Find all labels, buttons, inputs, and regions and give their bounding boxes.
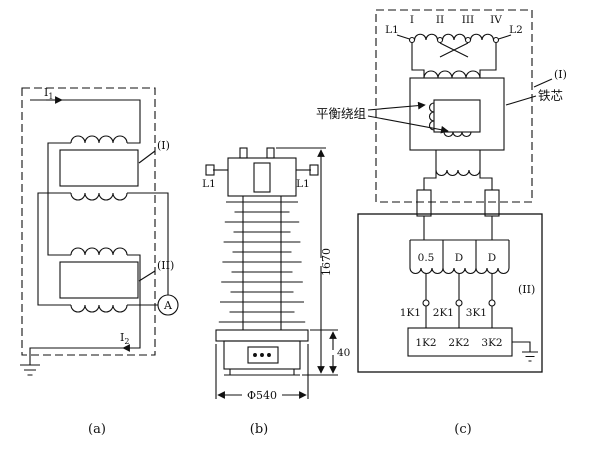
secondary-winding-coil-2 xyxy=(442,267,477,274)
leader-line-unit2 xyxy=(138,270,156,282)
top-bolt-right xyxy=(266,147,275,159)
enclosure-dashed-border-a xyxy=(21,87,156,356)
caption-b: (b) xyxy=(250,422,268,437)
winding-coil-secondary-2 xyxy=(70,304,128,313)
circuit-wires xyxy=(29,99,169,365)
panel-b-outline-drawing: L1 L1 1670 40 Φ540 (b) xyxy=(202,147,350,437)
ground-icon-c xyxy=(512,341,538,362)
winding-class-label-3: D xyxy=(488,252,496,264)
unit1-label-a: (I) xyxy=(157,139,170,152)
panel-a-circuit: I1 I2 (I) (II) A (a) xyxy=(20,86,179,437)
terminal-dot xyxy=(253,353,257,357)
line-terminal-l2: L2 xyxy=(509,24,523,36)
winding-coil-secondary-1 xyxy=(70,192,128,201)
winding-class-label-2: D xyxy=(455,252,463,264)
panel-c-schematic: L1 I II III IV L2 平衡绕组 铁芯 (I) 0.5 D D 1K… xyxy=(316,9,567,437)
k1-terminal-1 xyxy=(422,299,430,307)
k2-label-2: 2K2 xyxy=(448,337,469,349)
bushing-left xyxy=(416,189,432,217)
intermediate-winding-coil xyxy=(435,169,481,176)
terminal-label-left: L1 xyxy=(202,178,216,190)
insulator-shed-stack xyxy=(218,201,306,323)
balance-winding-coil-left xyxy=(428,102,435,131)
k1-label-3: 3K1 xyxy=(466,307,487,319)
caption-c: (c) xyxy=(454,422,471,437)
balance-winding-pointer-2 xyxy=(367,115,449,134)
transformer-core-1 xyxy=(59,149,139,187)
terminal-cap-right xyxy=(309,164,319,176)
secondary-winding-coil-1 xyxy=(409,267,444,274)
line-terminal-l1: L1 xyxy=(385,24,399,36)
terminal-dot xyxy=(267,353,271,357)
primary-section-coil-3 xyxy=(469,33,495,41)
insulator-column-body xyxy=(242,196,282,330)
top-bolt-left xyxy=(239,147,248,159)
ammeter-icon xyxy=(157,294,179,316)
intermediate-leads xyxy=(423,150,493,190)
iron-core-label: 铁芯 xyxy=(538,88,563,103)
transposition-cross-wires xyxy=(439,42,469,58)
dim-diameter-value: Φ540 xyxy=(247,389,277,402)
primary-down-leads xyxy=(411,42,497,78)
secondary-terminal-box xyxy=(247,346,279,364)
dim-base-value: 40 xyxy=(337,347,350,359)
tap-label-1: I xyxy=(410,14,414,26)
transformer-core-2 xyxy=(59,261,139,299)
balance-winding-label: 平衡绕组 xyxy=(316,106,366,121)
k1-label-1: 1K1 xyxy=(400,307,421,319)
unit1-leader-line xyxy=(533,78,553,88)
tap-terminal-3 xyxy=(464,36,472,44)
unit2-label-c: (II) xyxy=(518,283,535,296)
tap-label-2: II xyxy=(436,14,444,26)
current-in-label: I1 xyxy=(44,86,53,101)
iron-core-window xyxy=(433,99,481,133)
terminal-head xyxy=(227,157,297,197)
terminal-dot xyxy=(260,353,264,357)
tap-terminal-2 xyxy=(436,36,444,44)
ground-icon-a xyxy=(20,364,40,376)
base-flange xyxy=(215,329,309,342)
tap-terminal-4 xyxy=(492,36,500,44)
terminal-head-detail xyxy=(253,162,271,193)
k2-label-3: 3K2 xyxy=(481,337,502,349)
tap-label-4: IV xyxy=(490,14,502,26)
balance-winding-pointer-1 xyxy=(367,101,426,111)
dimension-extension-lines xyxy=(215,147,338,399)
winding-coil-primary-1 xyxy=(70,135,128,144)
k2-label-1: 1K2 xyxy=(415,337,436,349)
secondary-bus-wires xyxy=(409,216,510,268)
tap-terminal-1 xyxy=(408,36,416,44)
line-terminal-connectors xyxy=(396,34,512,40)
balance-winding-coil-bottom xyxy=(443,131,472,138)
caption-a: (a) xyxy=(88,422,106,437)
iron-core-outer xyxy=(409,77,505,151)
iron-core-leader-line xyxy=(505,95,537,106)
k1-terminal-2 xyxy=(455,299,463,307)
k1-terminal-3 xyxy=(488,299,496,307)
leader-line-unit1 xyxy=(138,150,156,164)
enclosure-dashed-border-c xyxy=(375,9,533,203)
primary-section-coil-1 xyxy=(413,33,439,41)
unit1-label-c: (I) xyxy=(554,68,567,81)
base-body xyxy=(223,340,301,370)
k1-label-2: 2K1 xyxy=(433,307,454,319)
tap-label-3: III xyxy=(462,14,474,26)
winding-coil-primary-2 xyxy=(70,247,128,256)
core-top-winding-coil xyxy=(423,70,481,79)
winding-class-label-1: 0.5 xyxy=(418,252,435,264)
base-foot xyxy=(224,369,300,376)
current-out-label: I2 xyxy=(120,331,129,346)
primary-section-coil-2 xyxy=(441,33,467,41)
terminal-label-right: L1 xyxy=(296,178,310,190)
dim-height-value: 1670 xyxy=(320,248,333,276)
secondary-winding-coil-3 xyxy=(475,267,510,274)
terminal-cap-left xyxy=(205,164,215,176)
unit2-label-a: (II) xyxy=(157,259,174,272)
bushing-right xyxy=(484,189,500,217)
ammeter-letter: A xyxy=(163,299,173,312)
secondary-unit-tank xyxy=(357,213,543,373)
secondary-terminal-leads xyxy=(425,273,493,328)
